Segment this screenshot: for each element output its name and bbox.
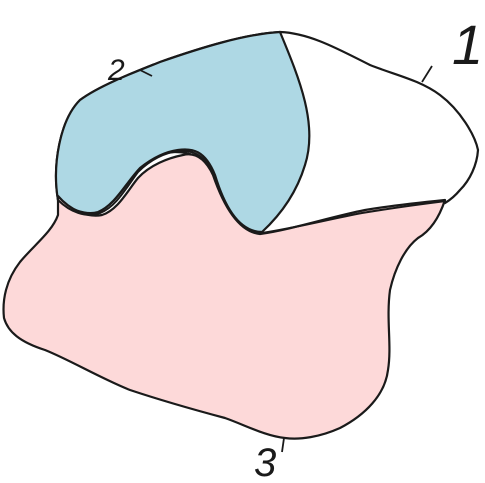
label-1: 1 — [452, 13, 483, 76]
label-3: 3 — [254, 441, 276, 483]
boundary-1-3 — [261, 200, 447, 234]
leader-1 — [421, 65, 433, 83]
region-2 — [55, 30, 311, 234]
region-3 — [2, 153, 447, 440]
label-2: 2 — [107, 54, 125, 87]
leader-3 — [281, 437, 285, 453]
boundary-2-3 — [57, 149, 263, 234]
leader-2 — [139, 69, 153, 77]
